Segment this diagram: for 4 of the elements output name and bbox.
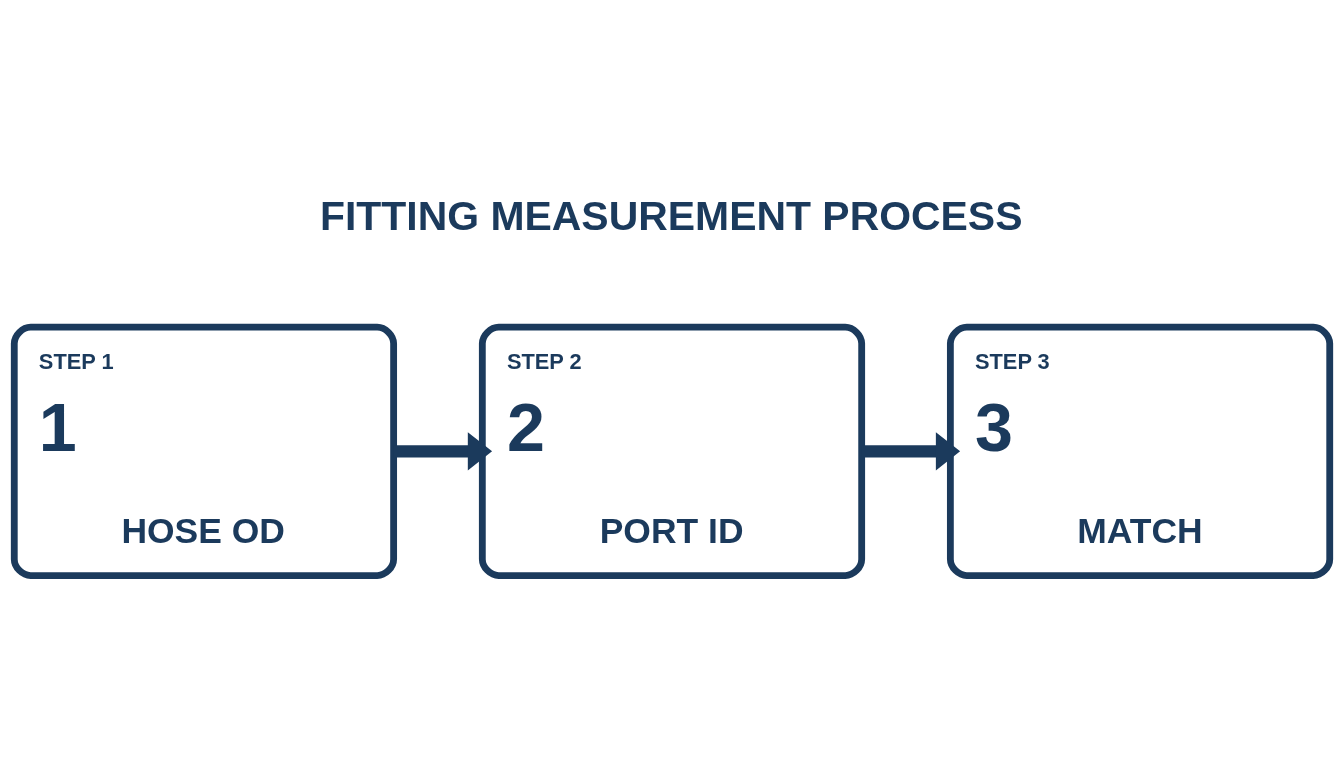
node-box: STEP 3 3 MATCH bbox=[946, 323, 1334, 579]
node-box: STEP 1 1 HOSE OD bbox=[10, 323, 398, 579]
node-box: STEP 2 2 PORT ID bbox=[478, 323, 866, 579]
diagram-title: FITTING MEASUREMENT PROCESS bbox=[319, 192, 1023, 239]
